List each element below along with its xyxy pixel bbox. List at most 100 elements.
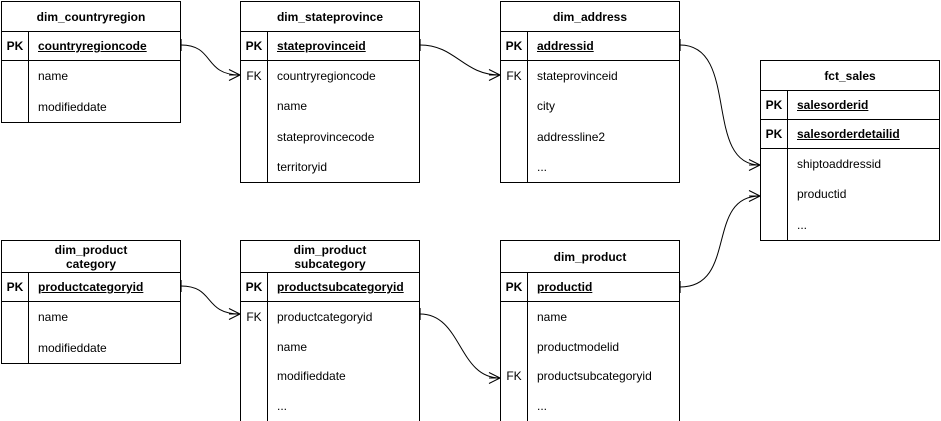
attribute-name: territoryid bbox=[277, 159, 328, 174]
cardinality-many-marker-prong-2 bbox=[488, 74, 501, 81]
attribute-name: ... bbox=[797, 217, 808, 232]
column-divider bbox=[267, 61, 268, 182]
cardinality-many-marker-prong-2 bbox=[748, 195, 761, 202]
key-label: PK bbox=[505, 39, 523, 53]
key-label bbox=[241, 91, 267, 121]
key-label: FK bbox=[246, 309, 262, 324]
key-label: PK bbox=[6, 39, 24, 53]
attribute-name: productmodelid bbox=[537, 339, 620, 354]
relationship-stateprovince-to-address bbox=[419, 39, 501, 81]
entity-title-dim_productsubcategory: dim_product subcategory bbox=[241, 241, 419, 273]
attribute-name: productid bbox=[797, 187, 847, 202]
entity-body: name modifieddate bbox=[2, 61, 180, 122]
attribute-column: name modifieddate bbox=[29, 302, 180, 363]
attribute-name: countryregioncode bbox=[277, 69, 376, 84]
attribute-name: name bbox=[38, 69, 69, 84]
key-column: FK bbox=[501, 302, 527, 421]
column-divider bbox=[28, 302, 29, 363]
attribute-name: productsubcategoryid bbox=[537, 369, 652, 384]
cardinality-many-marker-prong-0 bbox=[488, 372, 501, 379]
relationship-line bbox=[180, 285, 241, 315]
key-column: FK bbox=[241, 302, 267, 421]
key-label bbox=[501, 91, 527, 121]
relationship-line bbox=[679, 44, 761, 166]
column-divider bbox=[267, 32, 268, 60]
entity-title-fct_sales: fct_sales bbox=[761, 61, 939, 91]
column-divider bbox=[527, 61, 528, 182]
key-label: FK bbox=[506, 369, 522, 384]
entity-title-dim_countryregion: dim_countryregion bbox=[2, 2, 180, 32]
key-label bbox=[241, 122, 267, 152]
entity-title-dim_productcategory: dim_product category bbox=[2, 241, 180, 273]
attribute-name: ... bbox=[537, 399, 548, 414]
attribute-name: modifieddate bbox=[277, 369, 346, 384]
relationship-line bbox=[419, 313, 501, 379]
key-label bbox=[501, 302, 527, 332]
key-label bbox=[241, 362, 267, 392]
key-label bbox=[2, 333, 28, 364]
key-label bbox=[501, 152, 527, 182]
key-label bbox=[241, 152, 267, 182]
attribute-name: ... bbox=[277, 399, 288, 414]
attribute-name: countryregioncode bbox=[38, 39, 147, 53]
cardinality-many-marker-prong-0 bbox=[748, 159, 761, 166]
key-label bbox=[501, 391, 527, 421]
attribute-name: name bbox=[537, 309, 568, 324]
attribute-name: name bbox=[38, 310, 69, 325]
entity-body: FK name productmodelid productsubcategoryid… bbox=[501, 302, 679, 421]
key-row: PK stateprovinceid bbox=[241, 32, 419, 61]
key-label bbox=[2, 92, 28, 123]
column-divider bbox=[527, 32, 528, 60]
attribute-name: salesorderdetailid bbox=[797, 127, 900, 141]
attribute-name: modifieddate bbox=[38, 340, 107, 355]
key-column bbox=[2, 61, 28, 122]
key-label bbox=[2, 61, 28, 92]
relationship-productcategory-to-subcategory bbox=[180, 280, 241, 320]
cardinality-many-marker-prong-2 bbox=[228, 74, 241, 81]
cardinality-many-marker-prong-0 bbox=[748, 190, 761, 197]
attribute-name: productcategoryid bbox=[277, 309, 373, 324]
entity-title-dim_address: dim_address bbox=[501, 2, 679, 32]
column-divider bbox=[787, 149, 788, 240]
cardinality-many-marker-prong-0 bbox=[488, 69, 501, 76]
cardinality-many-marker-prong-2 bbox=[228, 313, 241, 320]
column-divider bbox=[267, 273, 268, 301]
key-label: PK bbox=[245, 39, 263, 53]
key-label bbox=[761, 149, 787, 179]
attribute-name: stateprovinceid bbox=[277, 39, 366, 53]
attribute-name: modifieddate bbox=[38, 99, 107, 114]
key-label: PK bbox=[6, 280, 24, 294]
attribute-name: city bbox=[537, 99, 555, 114]
relationship-line bbox=[180, 44, 241, 76]
cardinality-many-marker-prong-2 bbox=[748, 164, 761, 171]
key-label bbox=[241, 332, 267, 362]
attribute-name: ... bbox=[537, 159, 548, 174]
key-label: FK bbox=[506, 69, 522, 84]
column-divider bbox=[28, 273, 29, 301]
key-row: PK countryregioncode bbox=[2, 32, 180, 61]
entity-body: name modifieddate bbox=[2, 302, 180, 363]
column-divider bbox=[527, 302, 528, 421]
key-label bbox=[501, 122, 527, 152]
relationship-product-to-sales bbox=[679, 190, 761, 293]
relationship-line bbox=[419, 44, 501, 76]
column-divider bbox=[28, 61, 29, 122]
attribute-name: stateprovincecode bbox=[277, 129, 375, 144]
attribute-column: name productmodelid productsubcategoryid..… bbox=[528, 302, 679, 421]
